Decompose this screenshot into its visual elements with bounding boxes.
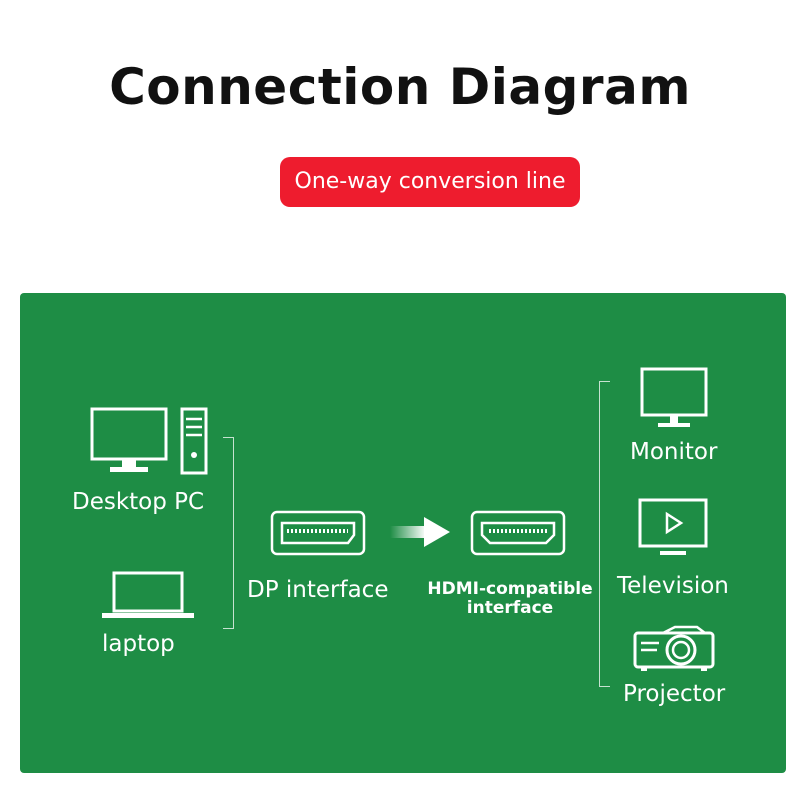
television-label: Television [617,573,729,599]
source-bracket [223,437,234,629]
monitor-icon [640,367,708,427]
television-icon [638,498,708,555]
laptop-label: laptop [102,631,175,657]
hdmi-port-icon [470,510,566,556]
output-bracket [599,381,610,687]
diagram-panel: Desktop PC laptop DP interface HDMI-comp… [20,293,786,773]
hdmi-label-line2: interface [466,598,554,618]
dp-interface-label: DP interface [247,577,389,603]
projector-icon [633,625,715,671]
projector-label: Projector [623,681,726,707]
monitor-label: Monitor [630,439,718,465]
hdmi-interface-label: HDMI-compatible interface [425,580,595,618]
page-title: Connection Diagram [109,58,691,116]
conversion-badge: One-way conversion line [280,157,580,207]
desktop-pc-label: Desktop PC [72,489,205,515]
desktop-tower-icon [180,407,208,475]
arrow-right-icon [390,517,450,547]
desktop-monitor-icon [90,407,168,472]
laptop-icon [102,571,194,618]
dp-port-icon [270,510,366,556]
hdmi-label-line1: HDMI-compatible [427,579,593,599]
